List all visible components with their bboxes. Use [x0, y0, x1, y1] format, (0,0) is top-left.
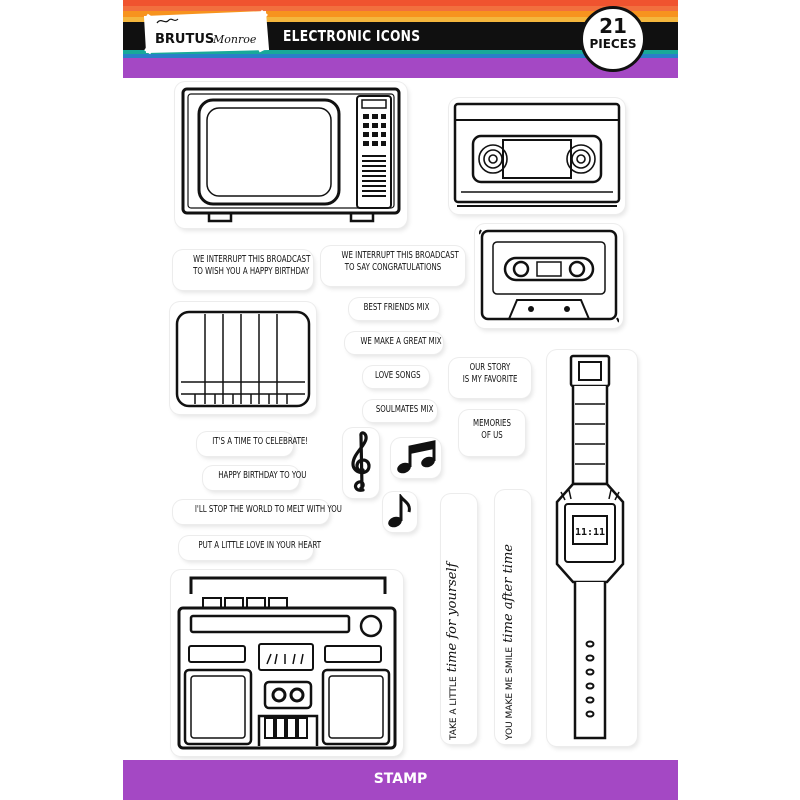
sentiment-line: TO SAY CONGRATULATIONS — [344, 262, 442, 273]
stripe-purple — [123, 58, 678, 78]
sentiment-great-mix: WE MAKE A GREAT MIX — [345, 332, 443, 354]
sentiment-line: WE INTERRUPT THIS BROADCAST — [193, 254, 311, 265]
stripe-blue — [123, 54, 678, 58]
sentiment-our-story: OUR STORY IS MY FAVORITE — [449, 358, 531, 398]
sentiment-little-love: PUT A LITTLE LOVE IN YOUR HEART — [179, 536, 322, 560]
music-notes-icon — [397, 440, 436, 474]
sentiment-line: LOVE SONGS — [374, 370, 421, 381]
stamp-sheet: BRUTUS Monroe ELECTRONIC ICONS 21 PIECES — [123, 0, 678, 800]
sentiment-caps: YOU MAKE ME SMILE — [505, 646, 515, 740]
footer-label: STAMP — [373, 771, 428, 787]
sentiment-celebrate: IT'S A TIME TO CELEBRATE! — [197, 432, 309, 456]
product-title: ELECTRONIC ICONS — [283, 27, 421, 45]
sentiment-line: HAPPY BIRTHDAY TO YOU — [218, 470, 307, 481]
stripe-teal — [123, 50, 678, 54]
sentiment-best-friends-mix: BEST FRIENDS MIX — [349, 298, 439, 320]
stripe-yellow — [123, 17, 678, 22]
sentiment-happy-birthday: HAPPY BIRTHDAY TO YOU — [203, 466, 307, 490]
sentiment-line: TO WISH YOU A HAPPY BIRTHDAY — [193, 266, 310, 277]
sentiment-take-a-little: TAKE A LITTLE time for yourself — [445, 563, 460, 740]
sentiment-script: time for yourself — [445, 562, 460, 673]
boombox-icon — [177, 576, 397, 750]
sentiment-soulmates-mix: SOULMATES MIX — [363, 400, 437, 422]
sentiment-line: BEST FRIENDS MIX — [363, 302, 430, 313]
sentiment-line: OF US — [481, 430, 503, 441]
sentiment-line: WE MAKE A GREAT MIX — [360, 336, 442, 347]
tv-icon — [181, 87, 401, 223]
vhs-tape-icon — [453, 102, 621, 207]
sentiment-make-me-smile: YOU MAKE ME SMILE time after time — [501, 544, 516, 740]
wristwatch-icon: 11:11 — [555, 354, 625, 740]
vertical-stamp-pad-1 — [441, 494, 477, 744]
sentiment-line: I'LL STOP THE WORLD TO MELT WITH YOU — [194, 504, 342, 515]
watch-display-text: 11:11 — [575, 527, 605, 538]
header-banner: BRUTUS Monroe ELECTRONIC ICONS 21 PIECES — [123, 0, 678, 78]
sentiment-script: time after time — [501, 544, 516, 643]
cassette-icon — [479, 229, 619, 323]
stripe-orange — [123, 11, 678, 17]
tv-screen-icon — [175, 310, 311, 408]
stripe-red-orange — [123, 6, 678, 11]
stripe-red — [123, 0, 678, 6]
sentiment-memories: MEMORIES OF US — [459, 410, 525, 456]
sentiment-line: MEMORIES — [473, 418, 511, 429]
pieces-count: 21 — [599, 14, 627, 38]
svg-text:BRUTUS: BRUTUS — [155, 32, 214, 47]
sentiment-line: OUR STORY — [469, 362, 511, 373]
sentiment-line: IT'S A TIME TO CELEBRATE! — [212, 436, 309, 447]
sentiment-love-songs: LOVE SONGS — [363, 366, 429, 388]
sentiment-line: SOULMATES MIX — [375, 404, 434, 415]
sentiment-line: PUT A LITTLE LOVE IN YOUR HEART — [198, 540, 322, 551]
sentiment-caps: TAKE A LITTLE — [449, 676, 459, 740]
music-note-icon — [388, 494, 411, 528]
pieces-label: PIECES — [589, 37, 637, 51]
pieces-badge: 21 PIECES — [580, 6, 646, 72]
sentiment-broadcast-congrats: WE INTERRUPT THIS BROADCAST TO SAY CONGR… — [321, 246, 465, 286]
sentiment-stop-world: I'LL STOP THE WORLD TO MELT WITH YOU — [173, 500, 342, 524]
vertical-stamp-pad-2 — [495, 490, 531, 744]
sentiment-line: WE INTERRUPT THIS BROADCAST — [341, 250, 459, 261]
svg-text:Monroe: Monroe — [212, 33, 257, 46]
sentiment-line: IS MY FAVORITE — [462, 374, 518, 385]
treble-clef-icon — [351, 431, 371, 492]
brand-logo: BRUTUS Monroe — [143, 9, 270, 55]
footer-banner: STAMP — [123, 760, 678, 800]
sentiment-broadcast-birthday: WE INTERRUPT THIS BROADCAST TO WISH YOU … — [173, 250, 313, 290]
